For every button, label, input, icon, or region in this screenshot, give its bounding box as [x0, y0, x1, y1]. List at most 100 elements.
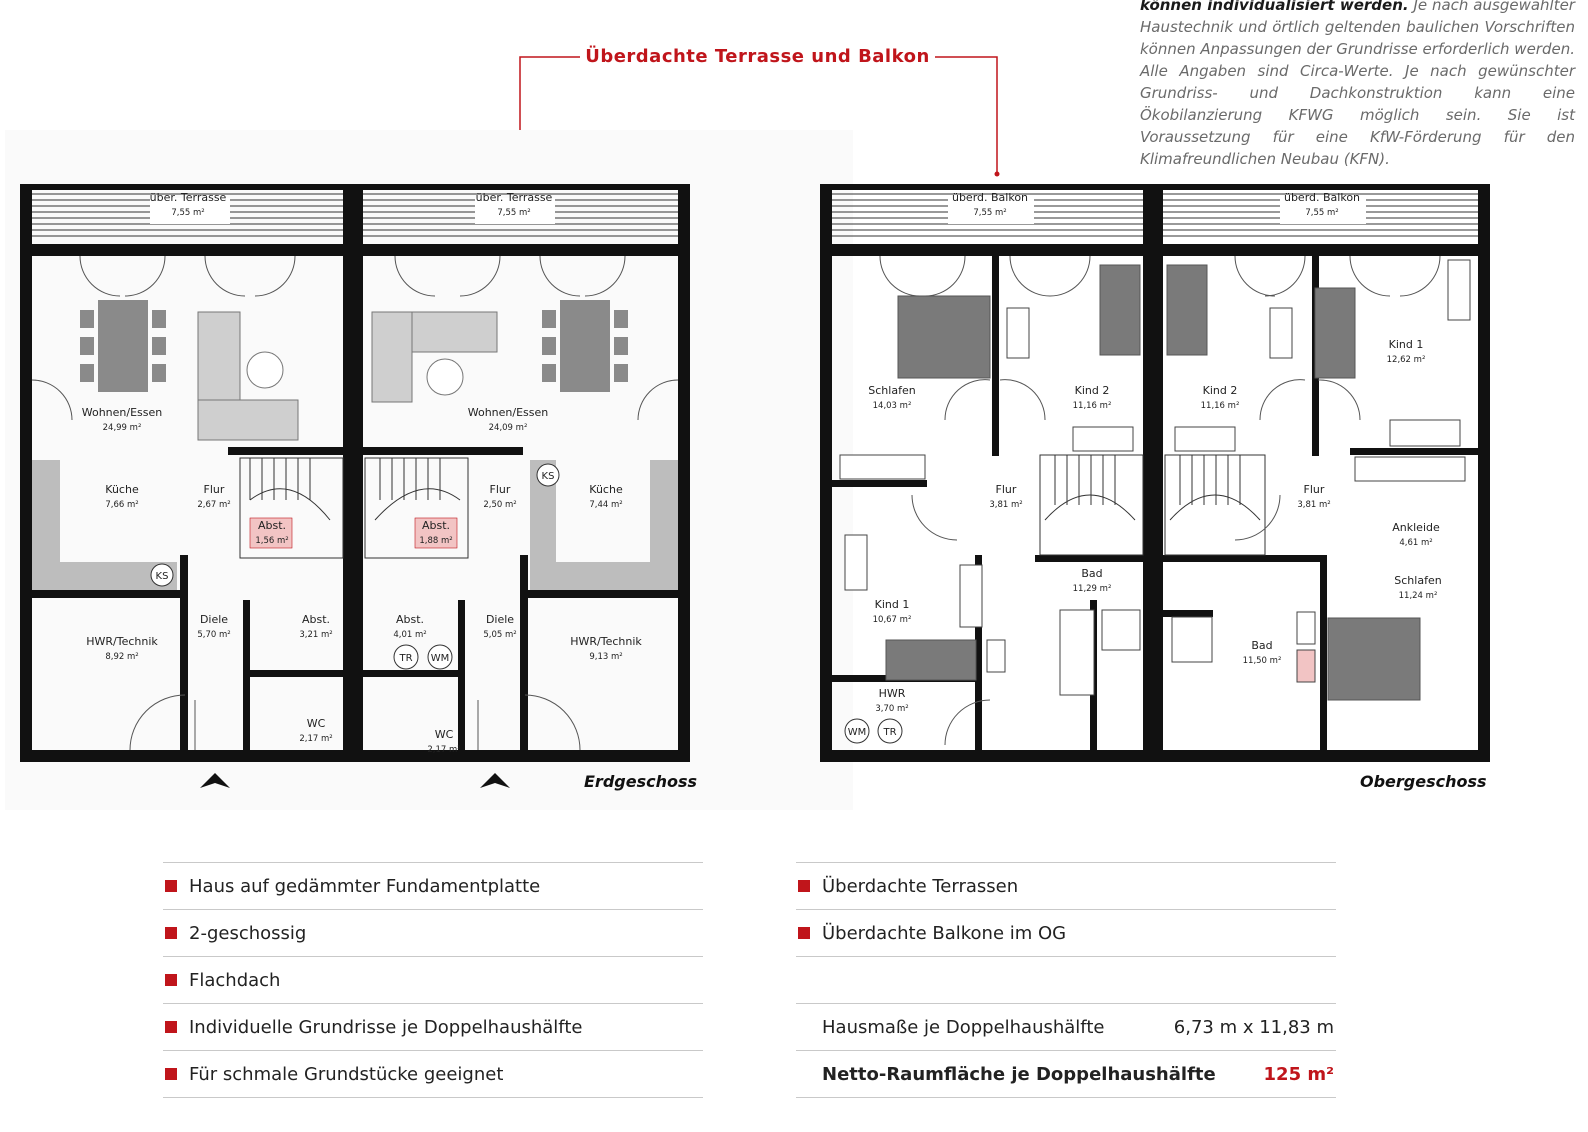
feature-text: Haus auf gedämmter Fundamentplatte [189, 875, 541, 897]
empty-row [796, 956, 1336, 1003]
callout-title: Überdachte Terrasse und Balkon [585, 46, 930, 67]
feature-row: Haus auf gedämmter Fundamentplatte [163, 862, 703, 909]
eg-kitchen-right [530, 460, 678, 590]
og-stairs-left [1039, 454, 1144, 556]
feature-row: Für schmale Grundstücke geeignet [163, 1050, 703, 1098]
eg-abst-right-fill [414, 517, 458, 549]
room-area: 7,55 m² [497, 208, 530, 218]
room-name: überd. Balkon [952, 191, 1028, 204]
room-area: 11,50 m² [1243, 656, 1282, 666]
room-area: 5,05 m² [483, 630, 516, 640]
room-area: 3,81 m² [989, 500, 1022, 510]
eg-ks-right [536, 463, 560, 487]
room-area: 14,03 m² [873, 401, 912, 411]
feature-row: Überdachte Terrassen [796, 862, 1336, 909]
feature-text: Überdachte Terrassen [822, 875, 1019, 897]
room-area: 7,66 m² [105, 500, 138, 510]
room-name: Wohnen/Essen [468, 406, 549, 419]
appliance-symbol: TR [398, 653, 412, 664]
feature-text: Flachdach [189, 969, 281, 991]
eg-abst-left-fill [249, 517, 293, 549]
room-area: 10,67 m² [873, 615, 912, 625]
room-name: über. Terrasse [476, 191, 553, 204]
room-name: HWR [879, 687, 906, 700]
room-name: über. Terrasse [150, 191, 227, 204]
room-area: 3,70 m² [875, 704, 908, 714]
room-name: WC [307, 717, 326, 730]
feature-row: Individuelle Grundrisse je Doppelhaushäl… [163, 1003, 703, 1050]
eg-sofa-right [371, 311, 498, 403]
bullet-icon [165, 974, 177, 986]
spec-label: Hausmaße je Doppelhaushälfte [822, 1016, 1105, 1038]
info-note: können individualisiert werden. Je nach … [1140, 0, 1575, 170]
og-floor-label: Obergeschoss [1360, 772, 1487, 791]
room-name: Flur [204, 483, 225, 496]
room-name: Flur [490, 483, 511, 496]
spec-row-dimensions: Hausmaße je Doppelhaushälfte 6,73 m x 11,… [796, 1003, 1336, 1050]
room-area: 3,81 m² [1297, 500, 1330, 510]
appliance-symbol: KS [542, 471, 555, 482]
eg-stairs-right [364, 457, 469, 559]
room-area: 4,01 m² [393, 630, 426, 640]
bullet-icon [165, 1068, 177, 1080]
eg-stairs-left [239, 457, 344, 559]
og-walls [820, 184, 1490, 762]
room-name: HWR/Technik [570, 635, 642, 648]
room-area: 12,62 m² [1387, 355, 1426, 365]
room-area: 24,09 m² [489, 423, 528, 433]
eg-ks-left [150, 563, 174, 587]
room-name: Ankleide [1392, 521, 1440, 534]
feature-text: Für schmale Grundstücke geeignet [189, 1063, 504, 1085]
spec-value: 125 m² [1263, 1063, 1334, 1085]
room-area: 1,88 m² [419, 536, 452, 546]
room-area: 11,16 m² [1201, 401, 1240, 411]
room-name: überd. Balkon [1284, 191, 1360, 204]
og-stairs-right [1164, 454, 1266, 556]
eg-tr-wm [393, 644, 453, 670]
room-area: 1,56 m² [255, 536, 288, 546]
room-name: Kind 2 [1075, 384, 1110, 397]
entrance-arrow-left [200, 773, 230, 788]
room-name: Flur [1304, 483, 1325, 496]
feature-text: Überdachte Balkone im OG [822, 922, 1067, 944]
room-area: 7,55 m² [1305, 208, 1338, 218]
room-name: Bad [1081, 567, 1102, 580]
eg-walls [20, 184, 690, 762]
room-area: 5,70 m² [197, 630, 230, 640]
room-area: 7,44 m² [589, 500, 622, 510]
og-door-swings [879, 255, 1441, 746]
bullet-icon [798, 927, 810, 939]
spec-value: 6,73 m x 11,83 m [1173, 1016, 1334, 1038]
appliance-symbol: TR [882, 727, 896, 738]
eg-dining-set-right [542, 300, 628, 392]
room-area: 11,29 m² [1073, 584, 1112, 594]
eg-terrace-label-bg-1 [150, 198, 230, 224]
room-area: 2,50 m² [483, 500, 516, 510]
og-furniture [839, 259, 1471, 696]
note-bold: können individualisiert werden. [1140, 0, 1409, 14]
eg-terrace-label-bg-2 [475, 198, 555, 224]
feature-row: 2-geschossig [163, 909, 703, 956]
room-area: 11,16 m² [1073, 401, 1112, 411]
room-name: Schlafen [1394, 574, 1441, 587]
room-name: Schlafen [868, 384, 915, 397]
room-name: Wohnen/Essen [82, 406, 163, 419]
bullet-icon [165, 927, 177, 939]
room-name: Kind 1 [1389, 338, 1424, 351]
og-beds [885, 264, 1421, 701]
og-balcony-label-bg-2 [1280, 198, 1366, 224]
eg-kitchen-left [32, 460, 177, 590]
room-area: 24,99 m² [103, 423, 142, 433]
eg-plan-background [5, 130, 853, 810]
eg-door-swings [31, 255, 679, 751]
room-area: 8,92 m² [105, 652, 138, 662]
feature-row: Flachdach [163, 956, 703, 1003]
feature-text: Individuelle Grundrisse je Doppelhaushäl… [189, 1016, 583, 1038]
features-left-list: Haus auf gedämmter Fundamentplatte 2-gesc… [163, 862, 703, 1098]
room-name: Küche [105, 483, 139, 496]
og-wm-tr [844, 718, 903, 744]
